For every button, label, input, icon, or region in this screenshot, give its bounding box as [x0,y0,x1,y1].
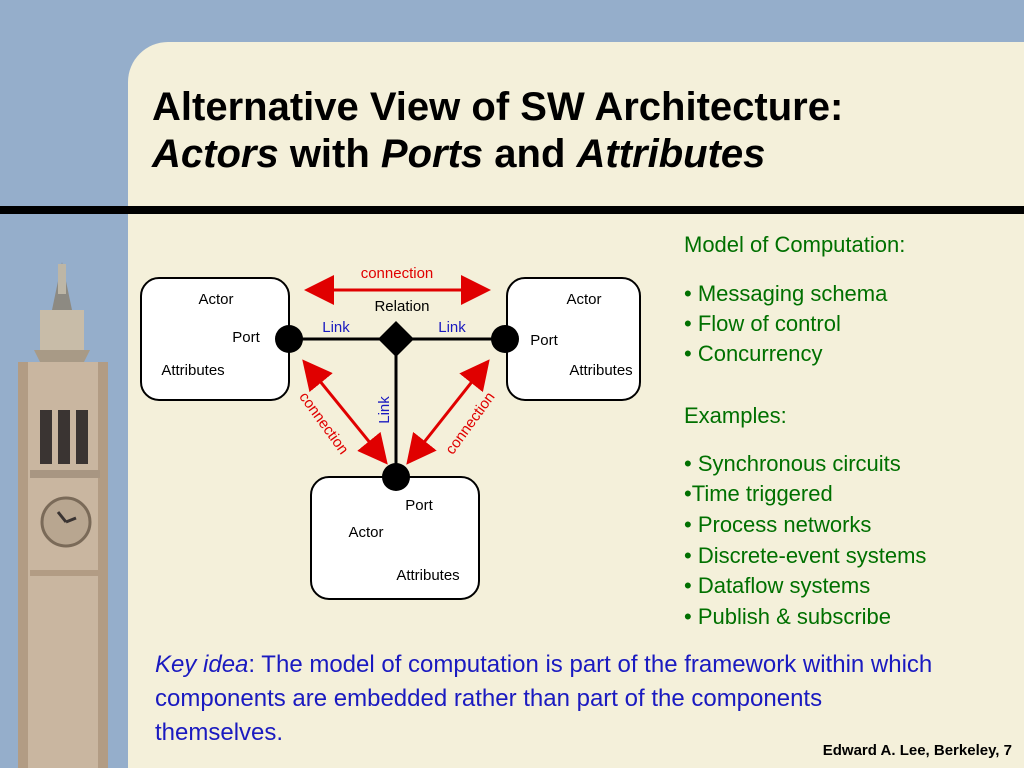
label-connection-top: connection [361,265,434,282]
example-dataflow: • Dataflow systems [684,573,871,598]
bottom-attributes-label: Attributes [396,567,459,584]
title-ports: Ports [380,132,484,176]
title-and: and [483,132,577,176]
key-idea-label: Key idea [155,651,249,678]
campanile-tower-image [18,262,108,768]
port-bottom [382,463,410,491]
left-attributes-label: Attributes [161,362,224,379]
example-discrete-event: • Discrete-event systems [684,543,927,568]
examples-heading: Examples: [684,403,787,428]
title-actors: Actors [152,132,279,176]
label-link-vertical: Link [376,396,393,424]
example-time-triggered: •Time triggered [684,481,833,506]
connection-arrow-right [406,359,490,465]
label-connection-left: connection [295,389,351,458]
moc-heading: Model of Computation: [684,232,906,257]
connection-arrow-left [302,359,388,465]
right-attributes-label: Attributes [569,362,632,379]
slide-title: Alternative View of SW Architecture: Act… [152,84,1002,178]
key-idea-text: : The model of computation is part of th… [155,651,933,746]
example-process-networks: • Process networks [684,512,872,537]
right-port-label: Port [530,332,558,349]
content-panel [128,42,1024,768]
left-actor-label: Actor [198,291,233,308]
port-right [491,325,519,353]
title-with: with [278,132,381,176]
label-link-right: Link [438,319,466,336]
moc-item-concurrency: • Concurrency [684,341,823,366]
title-rule [0,206,1024,214]
moc-item-flow: • Flow of control [684,311,841,336]
label-relation: Relation [374,298,429,315]
example-publish-subscribe: • Publish & subscribe [684,604,892,629]
relation-diamond [378,321,414,357]
title-attributes: Attributes [576,132,766,176]
right-actor-label: Actor [566,291,601,308]
port-left [275,325,303,353]
label-link-left: Link [322,319,350,336]
footer-attribution: Edward A. Lee, Berkeley, 7 [822,742,1012,759]
bottom-port-label: Port [405,497,433,514]
label-connection-right: connection [442,389,498,458]
example-synchronous: • Synchronous circuits [684,451,901,476]
left-port-label: Port [232,329,260,346]
bottom-actor-label: Actor [348,524,383,541]
moc-item-messaging: • Messaging schema [684,281,888,306]
title-line1: Alternative View of SW Architecture: [152,85,844,129]
key-idea-paragraph: Key idea: The model of computation is pa… [155,648,955,750]
